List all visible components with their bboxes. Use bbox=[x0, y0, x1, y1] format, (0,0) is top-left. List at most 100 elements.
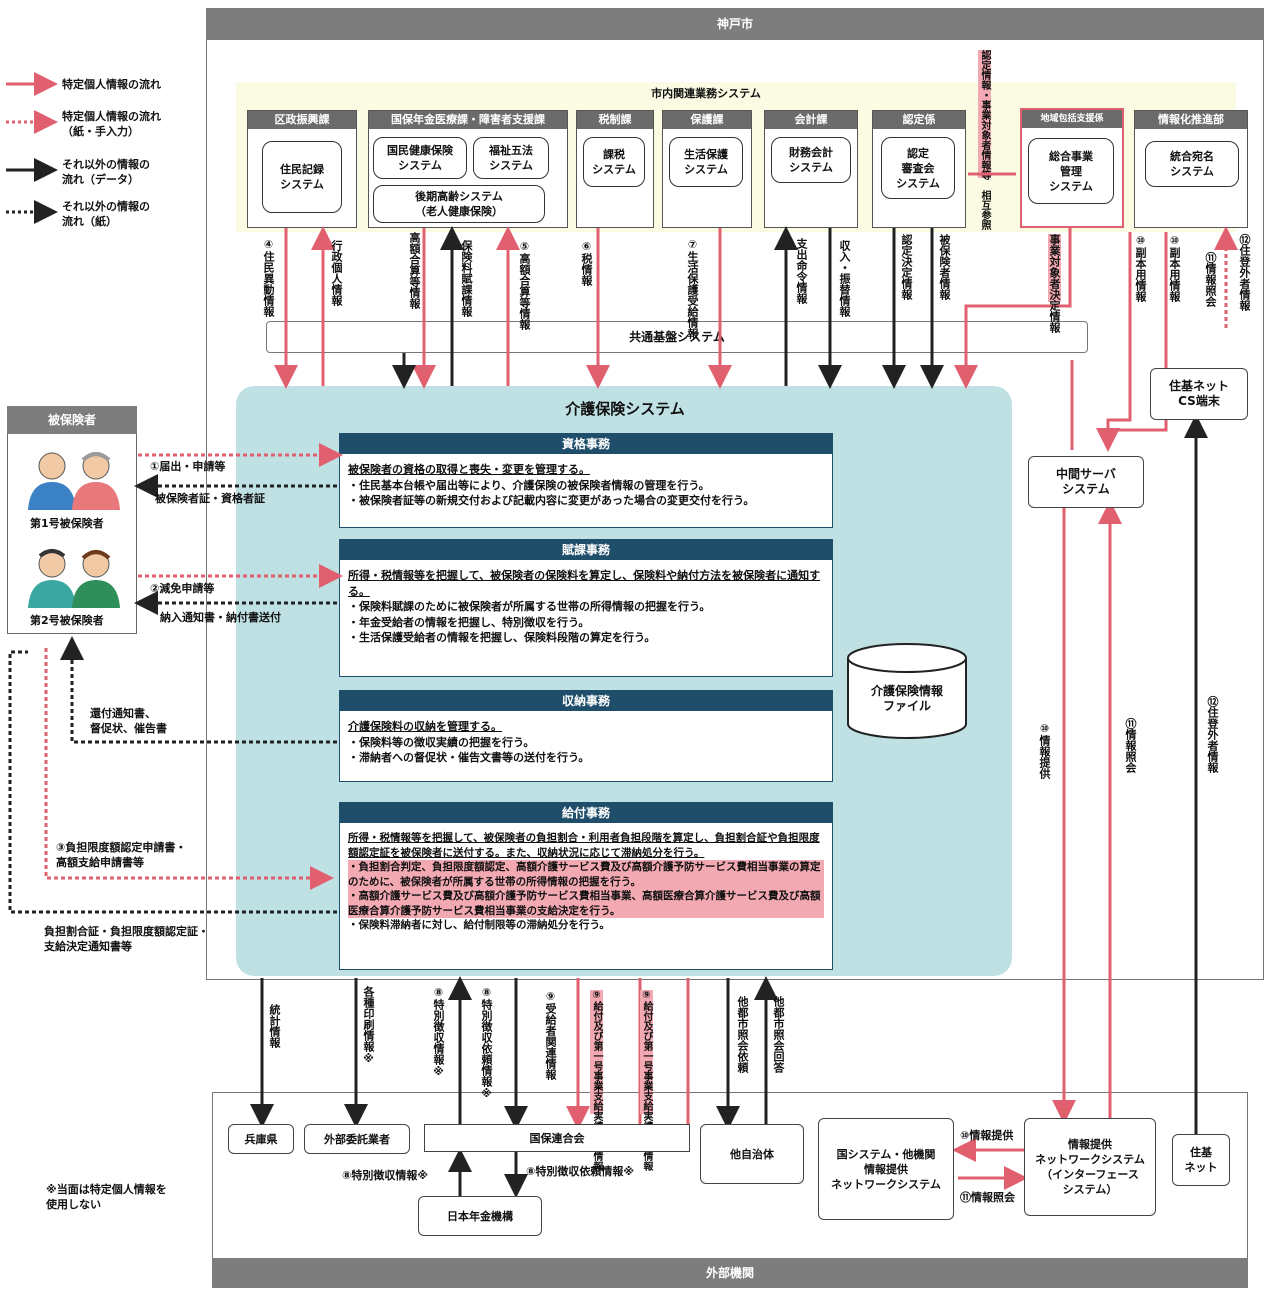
section-lead: 被保険者の資格の取得と喪失・変更を管理する。 bbox=[348, 463, 590, 476]
label-insatsu: 各種印刷情報※ bbox=[362, 986, 375, 1065]
kobe-city-header: 神戸市 bbox=[206, 8, 1264, 40]
label-tokei: 統計情報 bbox=[268, 1004, 281, 1048]
ext-tokucho-irai-label: ⑧特別徴収依頼情報※ bbox=[526, 1165, 635, 1178]
database-label: 介護保険情報 ファイル bbox=[870, 684, 943, 713]
system-zaimukaikei: 財務会計 システム bbox=[771, 137, 851, 183]
section-item: ・被保険者証等の新規交付および記載内容に変更があった場合の変更交付を行う。 bbox=[348, 494, 755, 507]
chukan-server: 中間サーバ システム bbox=[1028, 456, 1144, 508]
section-header: 資格事務 bbox=[340, 434, 832, 454]
label-tokucho-irai: ⑧特別徴収依頼情報※ bbox=[480, 986, 493, 1100]
dept-name: 保護課 bbox=[663, 111, 751, 129]
system-fukushi: 福祉五法 システム bbox=[473, 137, 549, 179]
flow-result-label: 負担割合証・負担限度額認定証・ 支給決定通知書等 bbox=[44, 925, 209, 953]
system-kokuho: 国民健康保険 システム bbox=[373, 137, 467, 179]
label-jumin-ido: ④住民異動情報 bbox=[262, 238, 275, 317]
ext-tokucho-8-label: ⑧特別徴収情報※ bbox=[342, 1169, 429, 1182]
ext-kuni-system: 国システム・他機関 情報提供 ネットワークシステム bbox=[818, 1118, 954, 1220]
legend-black-dotted: それ以外の情報の 流れ（紙） bbox=[62, 200, 150, 228]
system-togoatena: 統合宛名 システム bbox=[1145, 141, 1239, 187]
database-icon bbox=[847, 643, 967, 739]
flow-1-label: ①届出・申請等 bbox=[150, 460, 226, 473]
label-shishutsu: 支出命令情報 bbox=[795, 238, 808, 304]
flow-notice-label: 納入通知書・納付書送付 bbox=[160, 611, 281, 624]
kaigo-system-title: 介護保険システム bbox=[565, 400, 685, 418]
section-item: ・生活保護受給者の情報を把握し、保険料段階の算定を行う。 bbox=[348, 631, 656, 644]
label-shunyu: 収入・振替情報 bbox=[838, 240, 851, 317]
flow-tokusoku-label: 還付通知書、 督促状、催告書 bbox=[90, 707, 167, 735]
label-tashi-kaito: 他都市照会回答 bbox=[772, 996, 785, 1073]
dept-name: 会計課 bbox=[765, 111, 857, 129]
label-tashi-irai: 他都市照会依頼 bbox=[736, 996, 749, 1073]
dept-nintei: 認定係 認定 審査会 システム bbox=[872, 110, 966, 228]
label-fukuhon-1: ⑩副本用情報 bbox=[1134, 234, 1147, 302]
flow-3-label: ③負担限度額認定申請書・ 高額支給申請書等 bbox=[56, 841, 187, 869]
section-fuka: 賦課事務 所得・税情報等を把握して、被保険者の保険料を算定し、保険料や納付方法を… bbox=[339, 539, 833, 677]
dept-name: 税制課 bbox=[577, 111, 653, 129]
section-header: 給付事務 bbox=[340, 803, 832, 823]
system-kazei: 課税 システム bbox=[583, 137, 645, 187]
system-juminkiroku: 住民記録 システム bbox=[262, 141, 342, 213]
ext-shokai-11-label: ⑪情報照会 bbox=[960, 1191, 1015, 1204]
external-header: 外部機関 bbox=[212, 1258, 1248, 1288]
label-hokenryo: 保険料賦課情報 bbox=[460, 240, 473, 317]
label-kogaku-gassan: 高額合算等情報 bbox=[408, 232, 421, 309]
section-item: ・保険料賦課のために被保険者が所属する世帯の所得情報の把握を行う。 bbox=[348, 600, 711, 613]
internal-systems-title: 市内関連業務システム bbox=[651, 87, 761, 100]
adult-couple-icon bbox=[28, 549, 120, 608]
insured-second: 第2号被保険者 bbox=[30, 614, 104, 627]
system-kouki: 後期高齢システム （老人健康保険） bbox=[373, 185, 545, 223]
flow-card-label: 被保険者証・資格者証 bbox=[155, 492, 265, 505]
section-header: 収納事務 bbox=[340, 691, 832, 711]
section-item: ・年金受給者の情報を把握し、特別徴収を行う。 bbox=[348, 615, 590, 629]
label-hihokensha: 被保険者情報 bbox=[938, 234, 951, 300]
label-seiho: ⑦生活保護受給情報 bbox=[686, 238, 699, 339]
section-item: ・負担割合判定、負担限度額認定、高額介護サービス費及び高額介護予防サービス費相当… bbox=[348, 860, 824, 889]
label-kogaku-5: ⑤高額合算等情報 bbox=[518, 240, 531, 330]
dept-johoka: 情報化推進部 統合宛名 システム bbox=[1134, 110, 1248, 228]
section-item: ・保険料滞納者に対し、給付制限等の滞納処分を行う。 bbox=[348, 919, 610, 931]
insured-header: 被保険者 bbox=[7, 406, 137, 434]
legend-arrows bbox=[6, 72, 58, 224]
section-item: ・保険料等の徴収実績の把握を行う。 bbox=[348, 735, 535, 749]
label-jukyu: ⑨受給者関連情報 bbox=[544, 990, 557, 1080]
ext-teikyo-10-label: ⑩情報提供 bbox=[960, 1129, 1014, 1142]
label-zei: ⑥税情報 bbox=[580, 240, 593, 286]
label-fukuhon-2: ⑩副本用情報 bbox=[1168, 234, 1181, 302]
section-lead: 所得・税情報等を把握して、被保険者の負担割合・利用者負担段階を算定し、負担割合証… bbox=[348, 832, 820, 859]
section-lead: 所得・税情報等を把握して、被保険者の保険料を算定し、保険料や納付方法を被保険者に… bbox=[348, 569, 821, 598]
legend-black-solid: それ以外の情報の 流れ（データ） bbox=[62, 158, 150, 186]
section-item: ・滞納者への督促状・催告文書等の送付を行う。 bbox=[348, 751, 590, 764]
label-tokucho-8: ⑧特別徴収情報※ bbox=[432, 986, 445, 1078]
section-item: ・高額介護サービス費及び高額介護予防サービス費相当事業、高額医療合算介護サービス… bbox=[348, 889, 824, 918]
label-shokai-11: ⑪情報照会 bbox=[1204, 252, 1217, 307]
dept-name: 情報化推進部 bbox=[1135, 111, 1247, 129]
label-gyosei: 行政個人情報 bbox=[330, 240, 343, 306]
legend-red-dotted: 特定個人情報の流れ （紙・手入力） bbox=[62, 110, 161, 138]
dept-kusei: 区政振興課 住民記録 システム bbox=[247, 110, 357, 228]
dept-name: 区政振興課 bbox=[248, 111, 356, 129]
dept-name: 地域包括支援係 bbox=[1022, 110, 1122, 128]
dept-kaikei: 会計課 財務会計 システム bbox=[764, 110, 858, 228]
flow-2-label: ②減免申請等 bbox=[150, 582, 215, 595]
dept-name: 認定係 bbox=[873, 111, 965, 129]
system-sogojigyo: 総合事業 管理 システム bbox=[1028, 138, 1114, 204]
dept-chiikihokatsu: 地域包括支援係 総合事業 管理 システム bbox=[1020, 108, 1124, 228]
dept-hogo: 保護課 生活保護 システム bbox=[662, 110, 752, 228]
ext-nenkin: 日本年金機構 bbox=[418, 1196, 542, 1236]
label-side-shokai: ⑪情報照会 bbox=[1124, 718, 1137, 773]
footnote: ※当面は特定個人情報を 使用しない bbox=[46, 1183, 167, 1211]
section-lead: 介護保険料の収納を管理する。 bbox=[348, 720, 502, 733]
system-seikatsuhogo: 生活保護 システム bbox=[669, 137, 743, 187]
ext-kokuhoren: 国保連合会 bbox=[424, 1124, 690, 1152]
label-kyufu-kago: ⑨給付及び第一号事業支給実績過誤情報 bbox=[590, 990, 603, 1171]
section-kyufu: 給付事務 所得・税情報等を把握して、被保険者の負担割合・利用者負担段階を算定し、… bbox=[339, 802, 833, 970]
section-shikaku: 資格事務 被保険者の資格の取得と喪失・変更を管理する。 ・住民基本台帳や届出等に… bbox=[339, 433, 833, 528]
ext-hyogo: 兵庫県 bbox=[228, 1124, 294, 1154]
dept-kokuho: 国保年金医療課・障害者支援課 国民健康保険 システム 福祉五法 システム 後期高… bbox=[368, 110, 568, 228]
ext-teikyo-net: 情報提供 ネットワークシステム （インターフェース システム） bbox=[1024, 1118, 1156, 1216]
elderly-couple-icon bbox=[28, 452, 120, 510]
system-shinsakai: 認定 審査会 システム bbox=[881, 137, 955, 199]
section-shuno: 収納事務 介護保険料の収納を管理する。 ・保険料等の徴収実績の把握を行う。 ・滞… bbox=[339, 690, 833, 782]
kyotsu-kiban-system: 共通基盤システム bbox=[266, 321, 1088, 353]
